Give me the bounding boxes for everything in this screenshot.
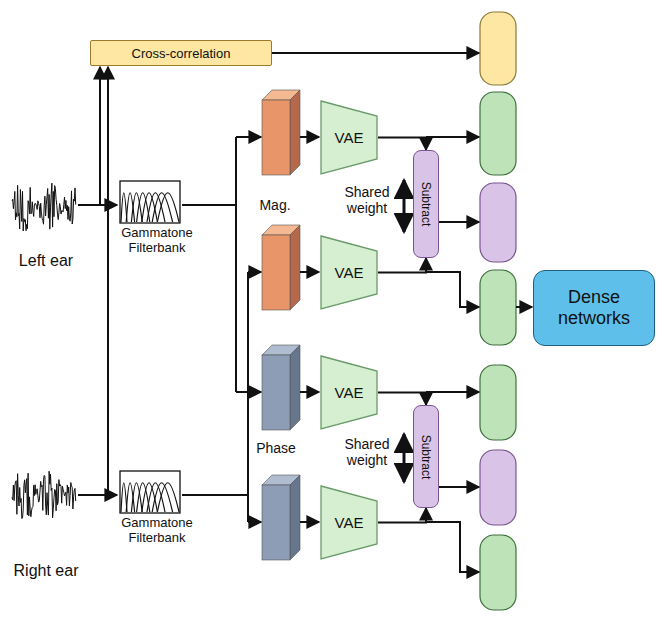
feature-pill bbox=[480, 450, 516, 525]
feature-pill bbox=[480, 365, 516, 440]
vae-block: VAE bbox=[320, 100, 378, 175]
feature-map bbox=[262, 225, 300, 310]
node-label: Dense networks bbox=[540, 287, 648, 329]
feature-map bbox=[262, 345, 300, 430]
wires bbox=[78, 53, 532, 572]
node-label: VAE bbox=[335, 514, 364, 531]
illustration bbox=[12, 90, 300, 560]
shared-weight-label: Shared weight bbox=[338, 436, 396, 468]
connector bbox=[378, 393, 426, 406]
shared-weight-label: Shared weight bbox=[338, 184, 396, 216]
feature-pill bbox=[480, 183, 516, 262]
feature-pill bbox=[480, 535, 516, 610]
filterbank-icon bbox=[120, 181, 180, 223]
branch-label: Phase bbox=[252, 440, 300, 456]
node-label: Cross-correlation bbox=[132, 46, 231, 61]
filterbank-label: Gammatone Filterbank bbox=[112, 516, 202, 546]
feature-pill bbox=[480, 270, 516, 345]
node-label: VAE bbox=[335, 264, 364, 281]
connector bbox=[378, 138, 426, 151]
node-label: Subtract bbox=[419, 434, 433, 479]
subtract-box: Subtract bbox=[413, 150, 439, 258]
feature-map bbox=[262, 90, 300, 175]
dense-network-box: Dense networks bbox=[533, 270, 655, 346]
vae-block: VAE bbox=[320, 355, 378, 430]
filterbank-icon bbox=[120, 471, 180, 513]
vae-block: VAE bbox=[320, 235, 378, 310]
feature-pill bbox=[480, 12, 516, 85]
filterbank-label: Gammatone Filterbank bbox=[112, 226, 202, 256]
input-label: Left ear bbox=[6, 252, 86, 270]
waveform bbox=[12, 183, 76, 231]
cross-correlation-box: Cross-correlation bbox=[90, 40, 272, 66]
connector bbox=[378, 508, 426, 523]
node-label: VAE bbox=[335, 384, 364, 401]
feature-map bbox=[262, 475, 300, 560]
waveform bbox=[12, 471, 76, 518]
branch-label: Mag. bbox=[254, 197, 296, 213]
feature-pill bbox=[480, 92, 516, 175]
node-label: Subtract bbox=[419, 182, 433, 227]
connector bbox=[378, 258, 426, 273]
subtract-box: Subtract bbox=[413, 405, 439, 508]
input-label: Right ear bbox=[6, 562, 86, 580]
node-label: VAE bbox=[335, 129, 364, 146]
vae-block: VAE bbox=[320, 485, 378, 560]
